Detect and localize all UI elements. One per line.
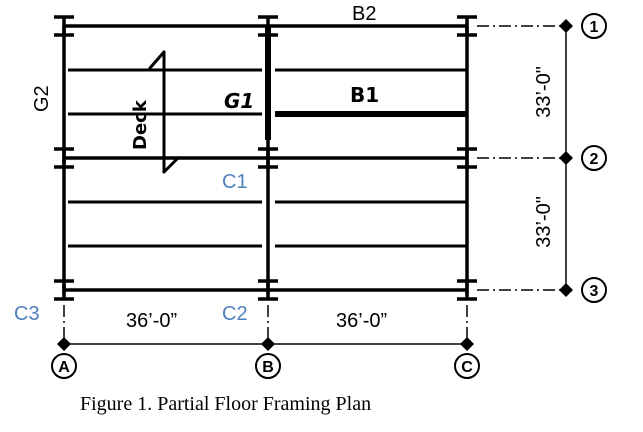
dimension-bay-23: 33’-0" [533,196,555,248]
grid-bubble-b [255,353,281,379]
grid-letter-a: A [58,359,70,376]
label-b1: B1 [350,83,379,107]
column-b3 [258,279,278,301]
dimension-tick [460,337,474,351]
dimension-lines [64,26,567,345]
dimension-span-bc: 36’-0” [336,310,387,332]
grid-letter-c: C [461,359,473,376]
label-deck: Deck [130,99,151,150]
grid-bubble-a [51,353,77,379]
infill-beams [68,68,467,248]
grid-number-1: 1 [590,19,599,36]
dimension-tick [559,151,573,165]
grid-number-2: 2 [590,151,599,168]
label-c3: C3 [14,303,40,325]
dimension-ticks [57,19,573,351]
column-a3 [54,279,74,301]
grid-number-3: 3 [590,283,599,300]
column-c2 [457,147,477,169]
grid-extensions [63,25,560,338]
dimension-bay-12: 33’-0" [533,66,555,118]
label-g1: G1 [224,89,254,113]
label-g2: G2 [31,85,53,112]
girder-lines [62,26,469,294]
grid-beams [64,24,467,292]
column-c3 [457,279,477,301]
column-a2 [54,147,74,169]
grid-bubble-3 [581,277,607,303]
grid-bubble-c [454,353,480,379]
label-c1: C1 [222,171,248,193]
grid-bubbles [51,13,607,379]
grid-bubble-labels: 1 2 3 A B C [58,19,598,376]
dimension-span-ab: 36’-0” [126,310,177,332]
figure-caption: Figure 1. Partial Floor Framing Plan [80,393,371,415]
columns [54,15,477,301]
label-b2: B2 [352,3,376,25]
column-b1 [258,15,278,37]
column-c1 [457,15,477,37]
grid-bubble-1 [581,13,607,39]
label-c2: C2 [222,303,248,325]
dimension-tick [559,19,573,33]
column-b2 [258,147,278,169]
dimension-tick [57,337,71,351]
dimension-tick [261,337,275,351]
column-a1 [54,15,74,37]
deck-span-arrow [148,50,180,174]
grid-letter-b: B [262,359,274,376]
grid-bubble-2 [581,145,607,171]
dimension-tick [559,283,573,297]
